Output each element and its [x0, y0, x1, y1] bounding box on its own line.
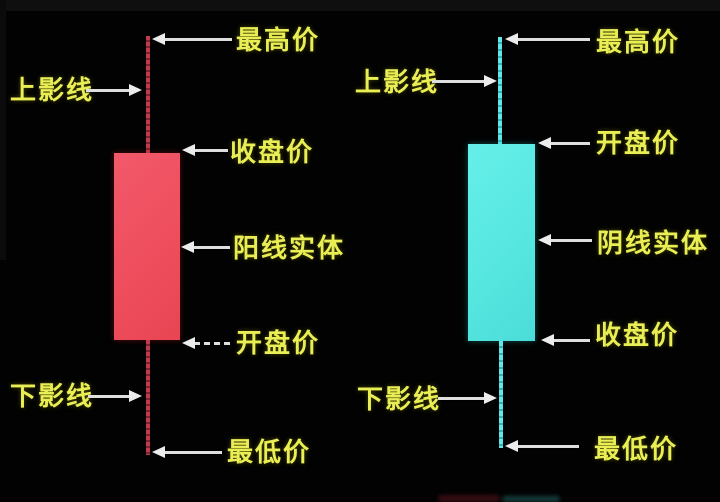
label-upper-shadow-left: 上影线	[10, 75, 95, 105]
arrowhead-icon	[538, 234, 551, 246]
label-upper-shadow-right: 上影线	[355, 67, 440, 97]
arrowhead-icon	[505, 440, 518, 452]
arrow-shaft	[164, 450, 222, 454]
arrow-shaft	[193, 245, 230, 249]
arrowhead-icon	[484, 75, 497, 87]
bearish-upper-shadow-line	[498, 37, 502, 145]
cropped-text-artifact	[438, 495, 500, 502]
arrow-highest-price-right	[505, 33, 590, 45]
label-bullish-body: 阳线实体	[233, 233, 346, 263]
cropped-text-artifact	[502, 496, 560, 502]
arrow-shaft	[517, 37, 590, 41]
arrowhead-icon	[129, 390, 142, 402]
label-close-price-left: 收盘价	[230, 137, 315, 167]
arrow-lower-shadow-left	[88, 390, 142, 402]
bearish-lower-shadow-line	[499, 341, 503, 448]
video-frame-edge-left	[0, 0, 6, 260]
arrow-bearish-body	[538, 234, 592, 246]
arrow-shaft	[550, 141, 590, 145]
video-frame-edge-top	[0, 0, 720, 11]
arrow-shaft	[194, 148, 228, 152]
label-lower-shadow-left: 下影线	[10, 381, 95, 411]
arrow-shaft	[432, 79, 485, 83]
label-open-price-right: 开盘价	[596, 128, 681, 158]
arrow-open-price-left	[182, 337, 232, 349]
arrow-close-price-left	[182, 144, 228, 156]
arrowhead-icon	[538, 137, 551, 149]
arrowhead-icon	[152, 33, 165, 45]
label-lower-shadow-right: 下影线	[357, 384, 442, 414]
arrow-lowest-price-right	[505, 440, 579, 452]
label-lowest-price-right: 最低价	[594, 434, 679, 464]
bullish-lower-shadow-line	[146, 340, 150, 455]
bearish-candle-body	[468, 144, 535, 341]
label-bearish-body: 阴线实体	[597, 228, 710, 258]
arrow-open-price-right	[538, 137, 590, 149]
arrow-shaft	[517, 444, 579, 448]
arrowhead-icon	[181, 241, 194, 253]
arrow-bullish-body	[181, 241, 230, 253]
arrow-shaft	[438, 396, 485, 400]
bullish-candle-body	[114, 153, 180, 340]
label-close-price-right: 收盘价	[595, 320, 680, 350]
label-open-price-left: 开盘价	[236, 328, 321, 358]
arrow-shaft	[164, 37, 232, 41]
label-highest-price-right: 最高价	[596, 27, 681, 57]
bullish-upper-shadow-line	[146, 36, 150, 154]
label-lowest-price-left: 最低价	[227, 437, 312, 467]
arrow-shaft	[553, 338, 590, 342]
label-highest-price-left: 最高价	[236, 25, 321, 55]
arrow-close-price-right	[541, 334, 590, 346]
arrow-shaft	[550, 238, 592, 242]
arrow-shaft	[86, 88, 130, 92]
arrowhead-icon	[541, 334, 554, 346]
arrowhead-icon	[484, 392, 497, 404]
arrowhead-icon	[182, 337, 195, 349]
arrowhead-icon	[152, 446, 165, 458]
arrow-lowest-price-left	[152, 446, 222, 458]
arrow-highest-price-left	[152, 33, 232, 45]
arrow-upper-shadow-left	[86, 84, 142, 96]
arrow-shaft	[194, 341, 232, 345]
arrowhead-icon	[505, 33, 518, 45]
arrowhead-icon	[182, 144, 195, 156]
arrow-upper-shadow-right	[432, 75, 497, 87]
arrow-shaft	[88, 394, 130, 398]
arrow-lower-shadow-right	[438, 392, 497, 404]
arrowhead-icon	[129, 84, 142, 96]
